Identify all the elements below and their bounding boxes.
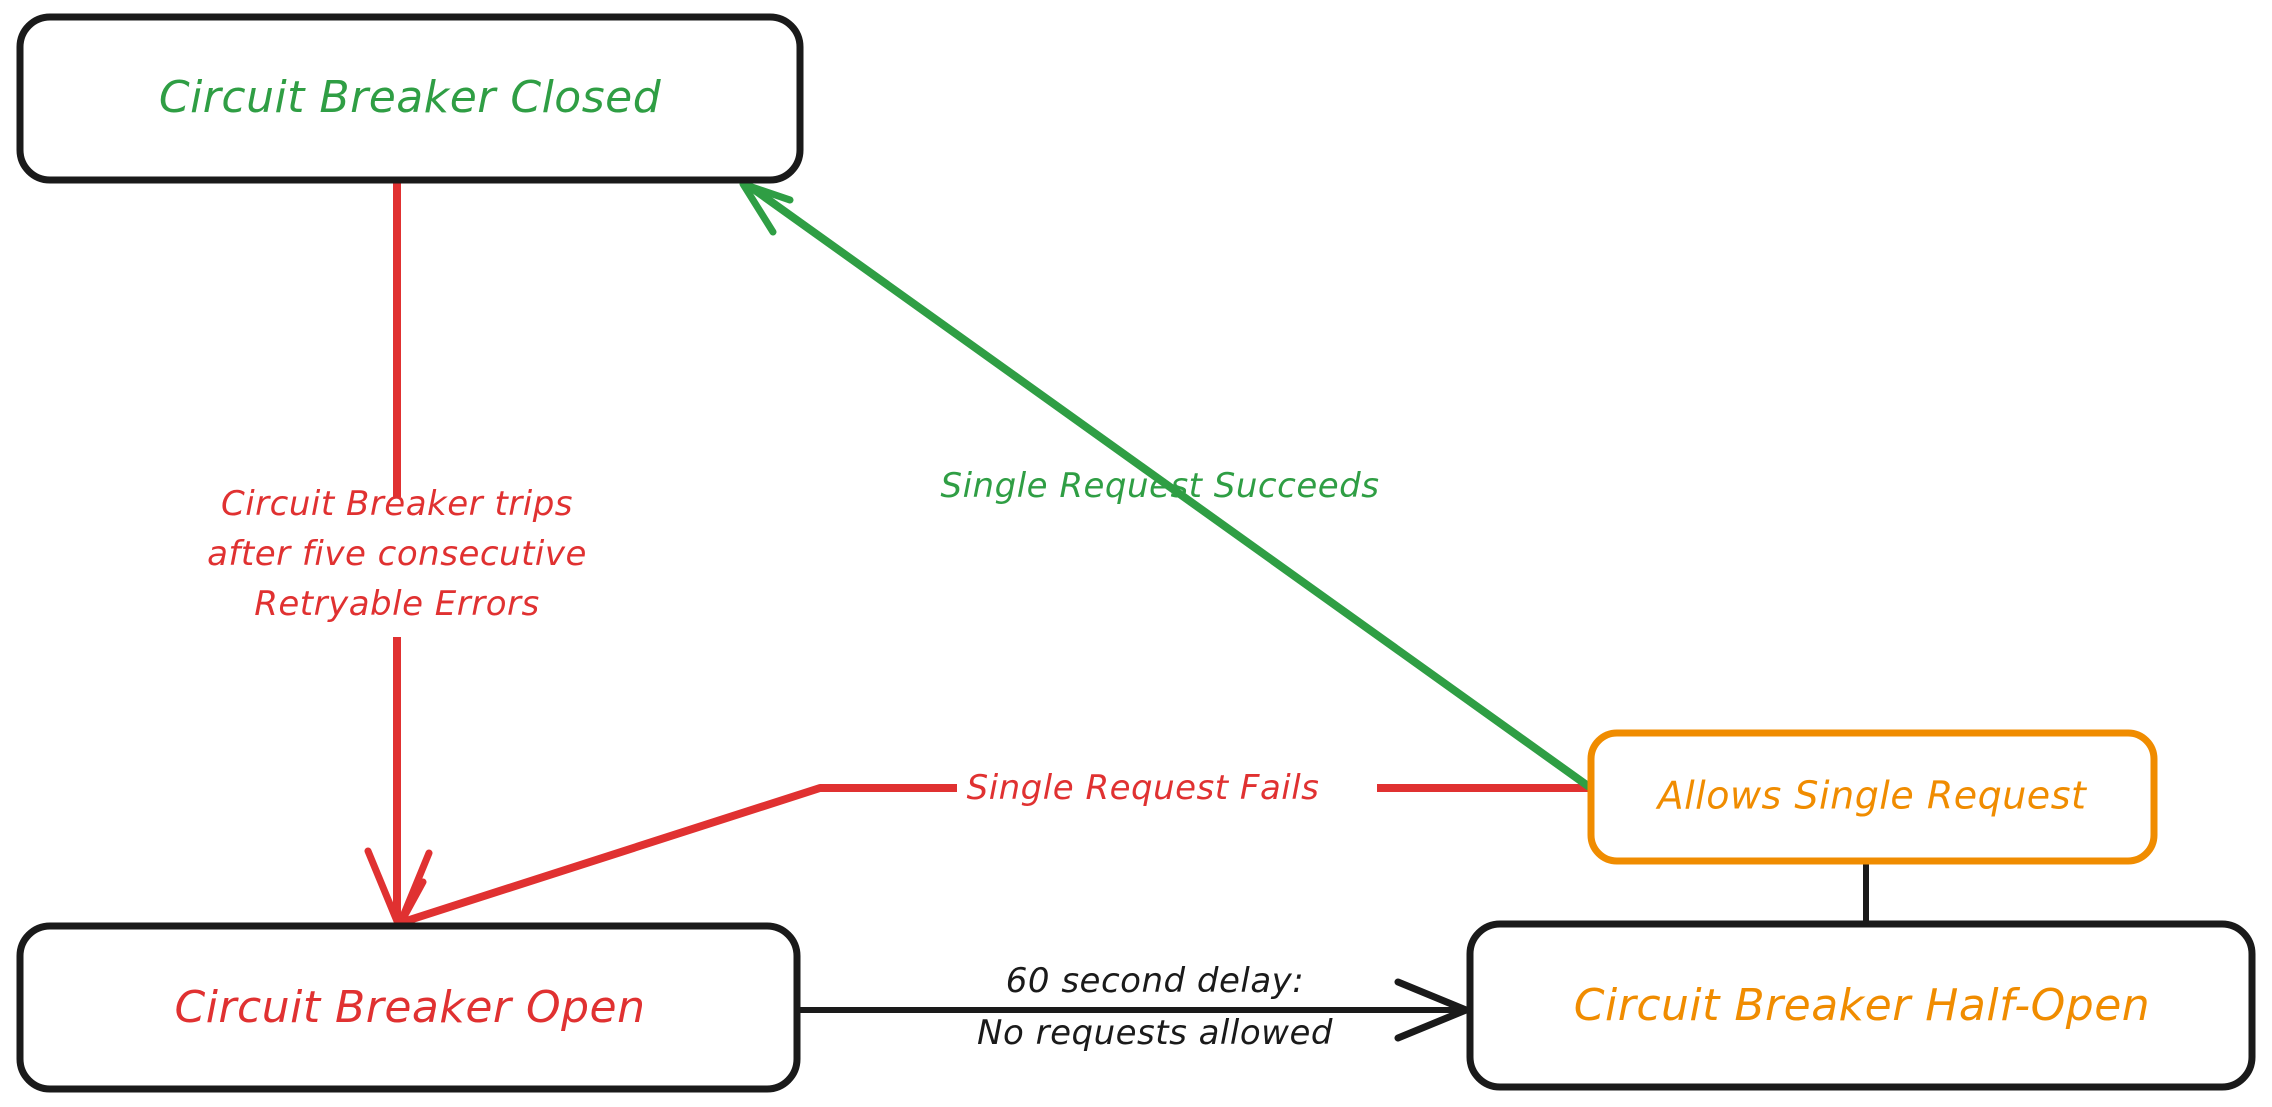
node-box-allows-single-request[interactable]: [1587, 729, 2158, 865]
edge-allows-to-closed-arrowhead: [739, 180, 794, 236]
node-box-closed[interactable]: [16, 13, 804, 184]
node-open[interactable]: [20, 926, 797, 1089]
edge-allows-to-open-line: [396, 784, 1592, 927]
node-box-half-open[interactable]: [1466, 920, 2256, 1091]
node-closed[interactable]: [20, 17, 800, 180]
node-box-open[interactable]: [16, 922, 801, 1093]
edge-open-to-halfopen-arrowhead: [1394, 978, 1470, 1042]
node-half-open[interactable]: [1470, 924, 2252, 1087]
edge-allows-to-closed-line: [748, 184, 1592, 790]
node-allows-single-request[interactable]: [1591, 733, 2154, 861]
